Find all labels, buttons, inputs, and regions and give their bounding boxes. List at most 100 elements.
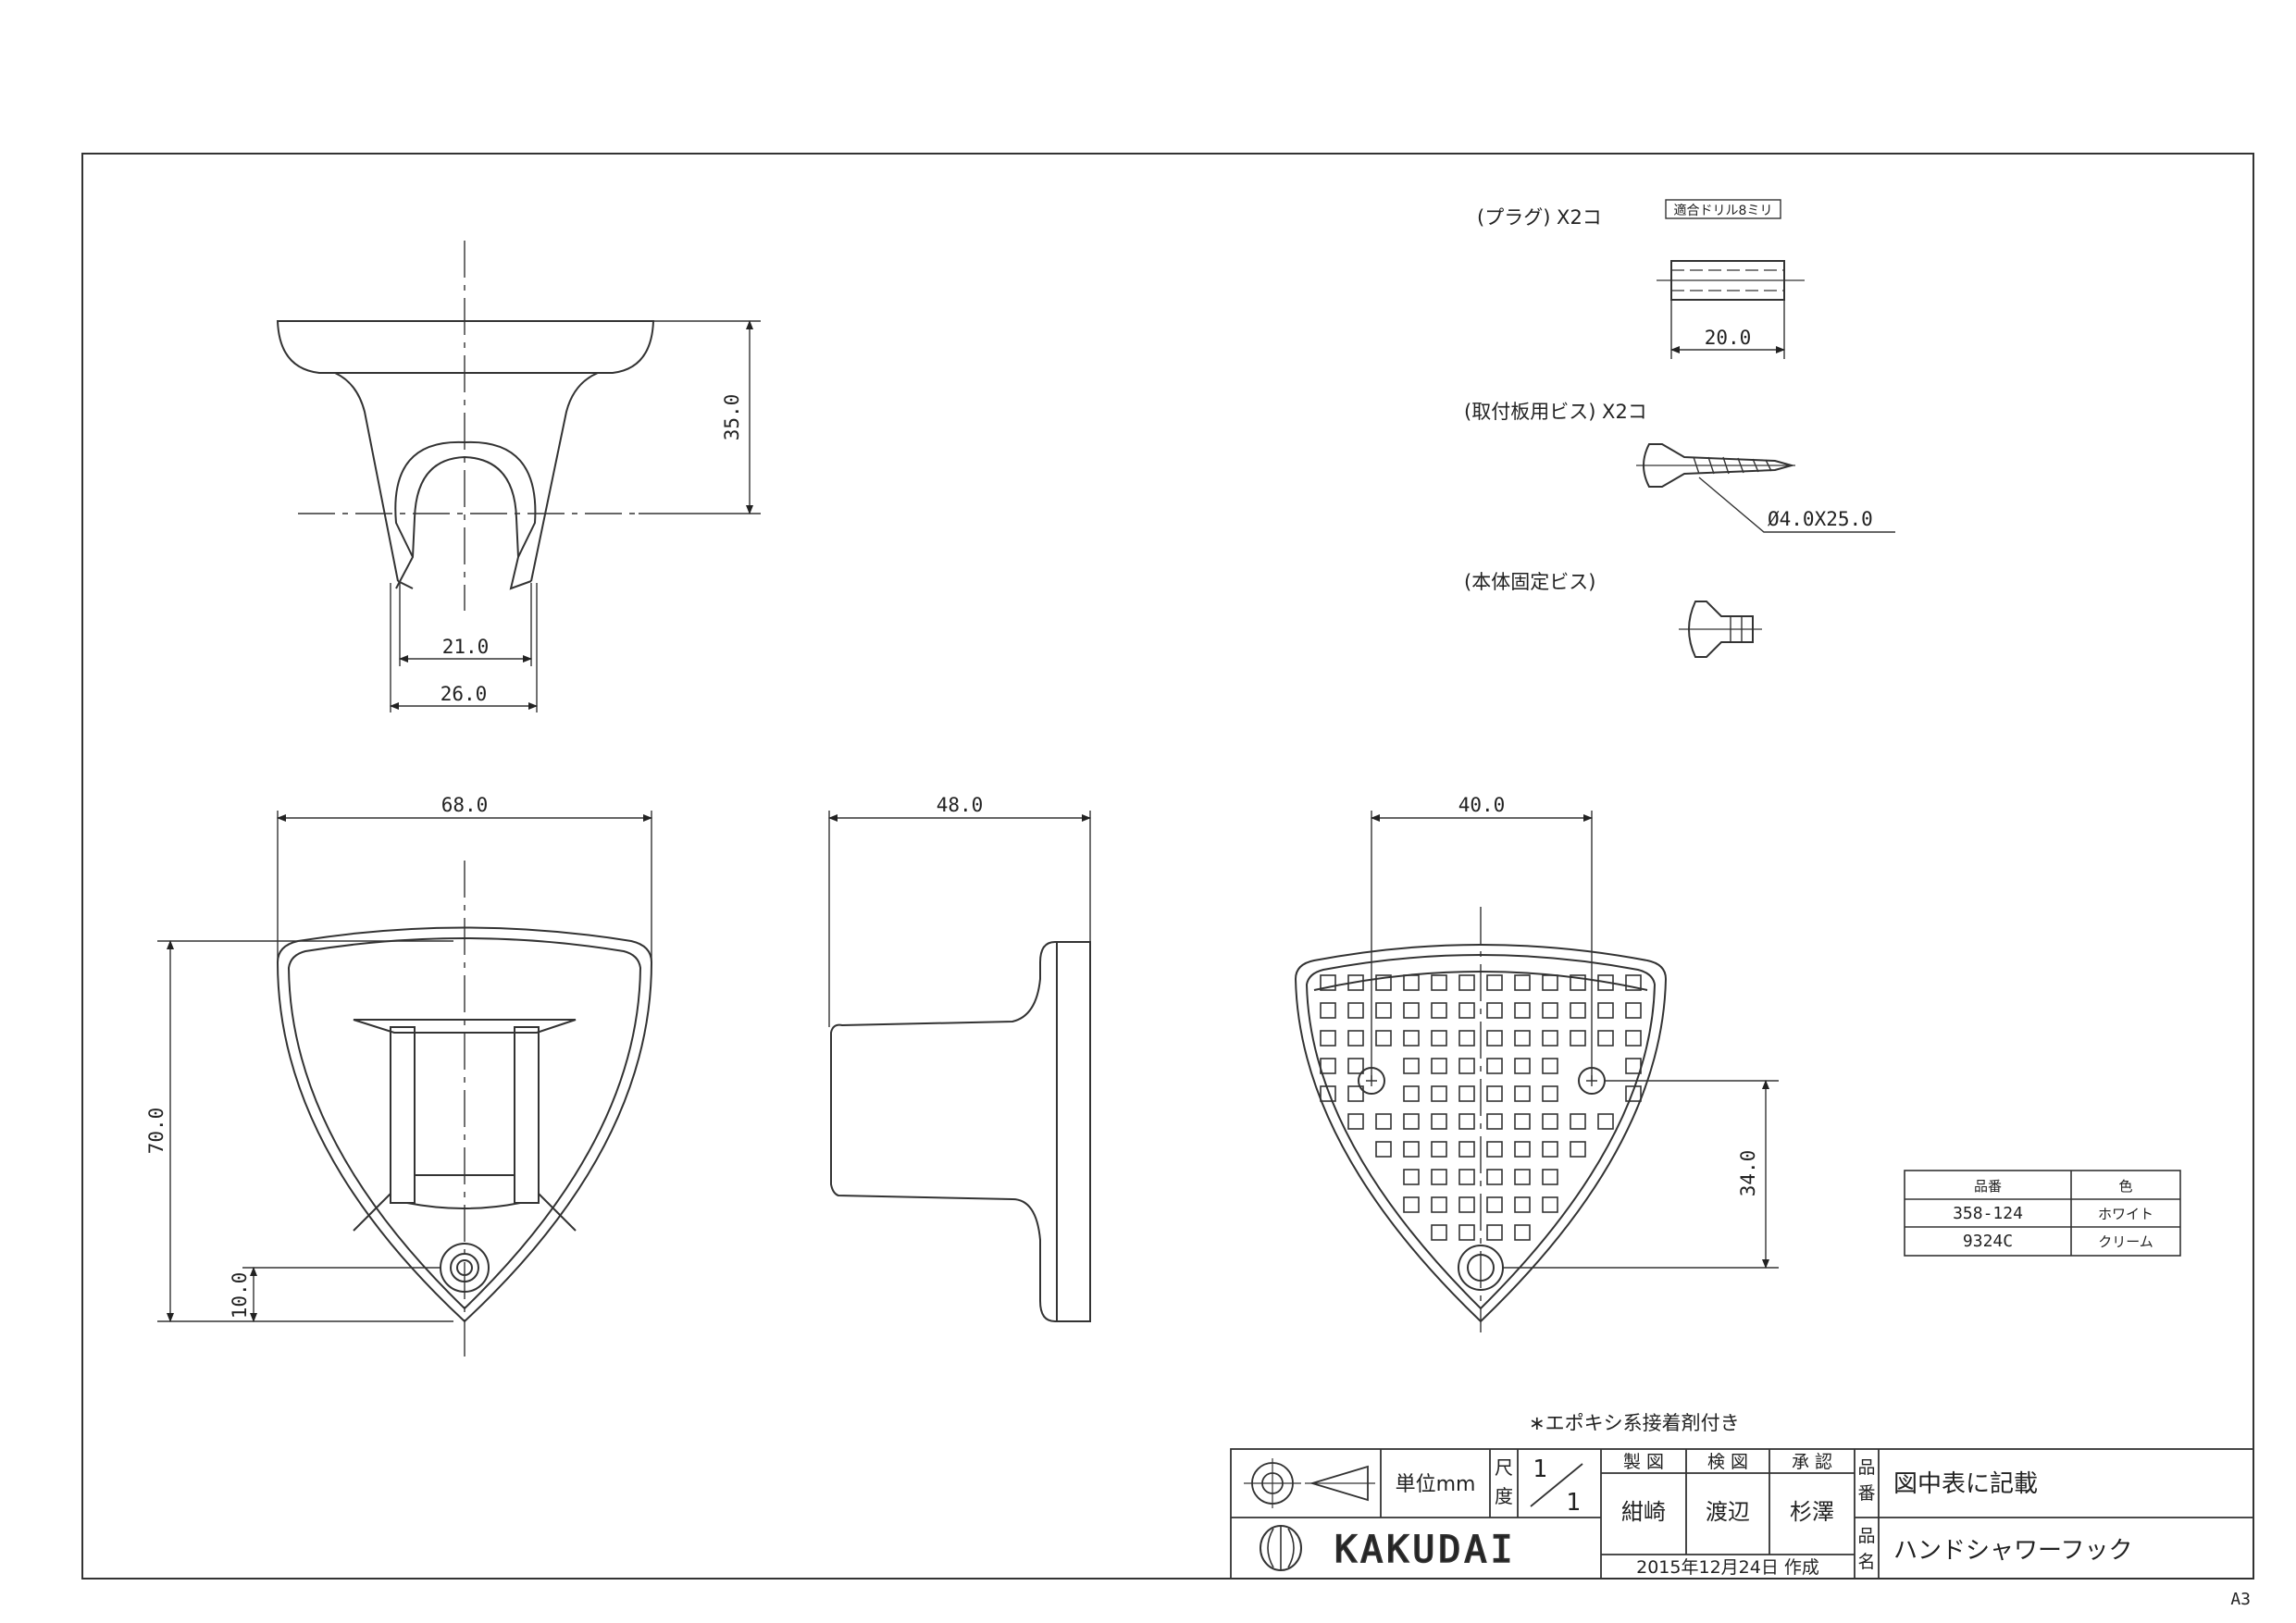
- dim-rear-hole-height: 34.0: [1737, 1150, 1759, 1197]
- part-no-label-top: 品: [1857, 1457, 1875, 1478]
- grid-square: [1542, 1113, 1558, 1130]
- dim-side-depth: 48.0: [937, 794, 984, 816]
- grid-square: [1431, 1085, 1447, 1102]
- grid-square: [1514, 1113, 1531, 1130]
- grid-square: [1458, 1224, 1475, 1241]
- grid-square: [1514, 1141, 1531, 1158]
- plug-tag: 適合ドリル8ミリ: [1674, 203, 1773, 218]
- grid-square: [1625, 1058, 1642, 1074]
- grid-square: [1542, 1141, 1558, 1158]
- grid-square: [1486, 974, 1503, 991]
- grid-square: [1347, 974, 1364, 991]
- grid-square: [1320, 1002, 1336, 1019]
- grid-square: [1403, 1002, 1420, 1019]
- grid-square: [1514, 1085, 1531, 1102]
- table-row-1-color: ホワイト: [2098, 1206, 2153, 1222]
- grid-square: [1514, 1002, 1531, 1019]
- part-no-value: 図中表に記載: [1893, 1470, 2038, 1498]
- grid-square: [1597, 1113, 1614, 1130]
- top-view-hook: [394, 440, 537, 590]
- grid-square: [1431, 1224, 1447, 1241]
- grid-square: [1375, 974, 1392, 991]
- top-view-body-right: [530, 372, 599, 582]
- grid-square: [1431, 1169, 1447, 1185]
- top-view-hook-inner: [395, 455, 519, 589]
- wall-screw-dim: Ø4.0X25.0: [1768, 508, 1873, 530]
- dim-front-width: 68.0: [441, 794, 489, 816]
- grid-square: [1514, 1169, 1531, 1185]
- top-view: [276, 241, 655, 611]
- grid-square: [1486, 1002, 1503, 1019]
- unit-label: 単位mm: [1396, 1473, 1476, 1496]
- made-header: 製 図: [1623, 1452, 1664, 1472]
- front-view-socket: [353, 1019, 577, 1034]
- grid-square: [1458, 974, 1475, 991]
- grid-square: [1542, 1169, 1558, 1185]
- plug-dim: 20.0: [1705, 327, 1752, 349]
- grid-square: [1347, 1058, 1364, 1074]
- grid-square: [1458, 1058, 1475, 1074]
- grid-square: [1431, 1113, 1447, 1130]
- grid-square: [1570, 1002, 1586, 1019]
- grid-square: [1403, 1058, 1420, 1074]
- grid-square: [1542, 1002, 1558, 1019]
- grid-square: [1375, 1030, 1392, 1047]
- sheet-size: A3: [2230, 1590, 2251, 1609]
- grid-square: [1431, 1030, 1447, 1047]
- dim-outer-width: 26.0: [441, 683, 488, 705]
- checked-name: 渡辺: [1706, 1499, 1750, 1525]
- grid-square: [1431, 1196, 1447, 1213]
- grid-square: [1486, 1085, 1503, 1102]
- grid-square: [1320, 1058, 1336, 1074]
- part-name-label-bottom: 名: [1857, 1552, 1875, 1572]
- grid-square: [1403, 1196, 1420, 1213]
- grid-square: [1431, 1002, 1447, 1019]
- grid-square: [1458, 1196, 1475, 1213]
- dim-inner-width: 21.0: [442, 636, 490, 658]
- grid-square: [1570, 1141, 1586, 1158]
- grid-square: [1458, 1002, 1475, 1019]
- scale-label-bottom: 度: [1495, 1485, 1513, 1507]
- grid-square: [1458, 1030, 1475, 1047]
- approved-name: 杉澤: [1790, 1499, 1834, 1525]
- grid-square: [1375, 1113, 1392, 1130]
- grid-square: [1403, 1141, 1420, 1158]
- grid-square: [1458, 1169, 1475, 1185]
- top-view-flange: [276, 320, 655, 374]
- drawing-date: 2015年12月24日 作成: [1636, 1557, 1819, 1578]
- grid-square: [1542, 1058, 1558, 1074]
- checked-header: 検 図: [1707, 1452, 1748, 1472]
- grid-square: [1403, 1113, 1420, 1130]
- rear-view-grid: [1320, 974, 1642, 1241]
- grid-square: [1347, 1030, 1364, 1047]
- adhesive-note: ∗エポキシ系接着剤付き: [1529, 1412, 1740, 1434]
- grid-square: [1570, 974, 1586, 991]
- brand-mark-icon: [1260, 1525, 1302, 1571]
- grid-square: [1514, 974, 1531, 991]
- side-view: [830, 941, 1091, 1322]
- grid-square: [1597, 1002, 1614, 1019]
- grid-square: [1431, 974, 1447, 991]
- brand-name: KAKUDAI: [1334, 1529, 1517, 1571]
- projection-symbol: [1244, 1458, 1375, 1508]
- grid-square: [1570, 1030, 1586, 1047]
- approved-header: 承 認: [1792, 1452, 1832, 1472]
- grid-square: [1542, 1196, 1558, 1213]
- grid-square: [1486, 1030, 1503, 1047]
- grid-square: [1403, 1085, 1420, 1102]
- made-name: 紺崎: [1621, 1499, 1666, 1525]
- grid-square: [1347, 1085, 1364, 1102]
- front-view-outline-inner: [287, 937, 642, 1310]
- grid-square: [1347, 1113, 1364, 1130]
- grid-square: [1625, 1085, 1642, 1102]
- front-view-slot-right: [514, 1026, 540, 1204]
- grid-square: [1403, 1030, 1420, 1047]
- front-view-hole-inner: [450, 1253, 479, 1282]
- grid-square: [1320, 974, 1336, 991]
- plug-label: (プラグ) X2コ: [1477, 206, 1602, 229]
- grid-square: [1625, 974, 1642, 991]
- drawing-frame: [81, 153, 2254, 1580]
- front-view: [276, 861, 653, 1360]
- wall-screw-drawing: [1636, 443, 1795, 488]
